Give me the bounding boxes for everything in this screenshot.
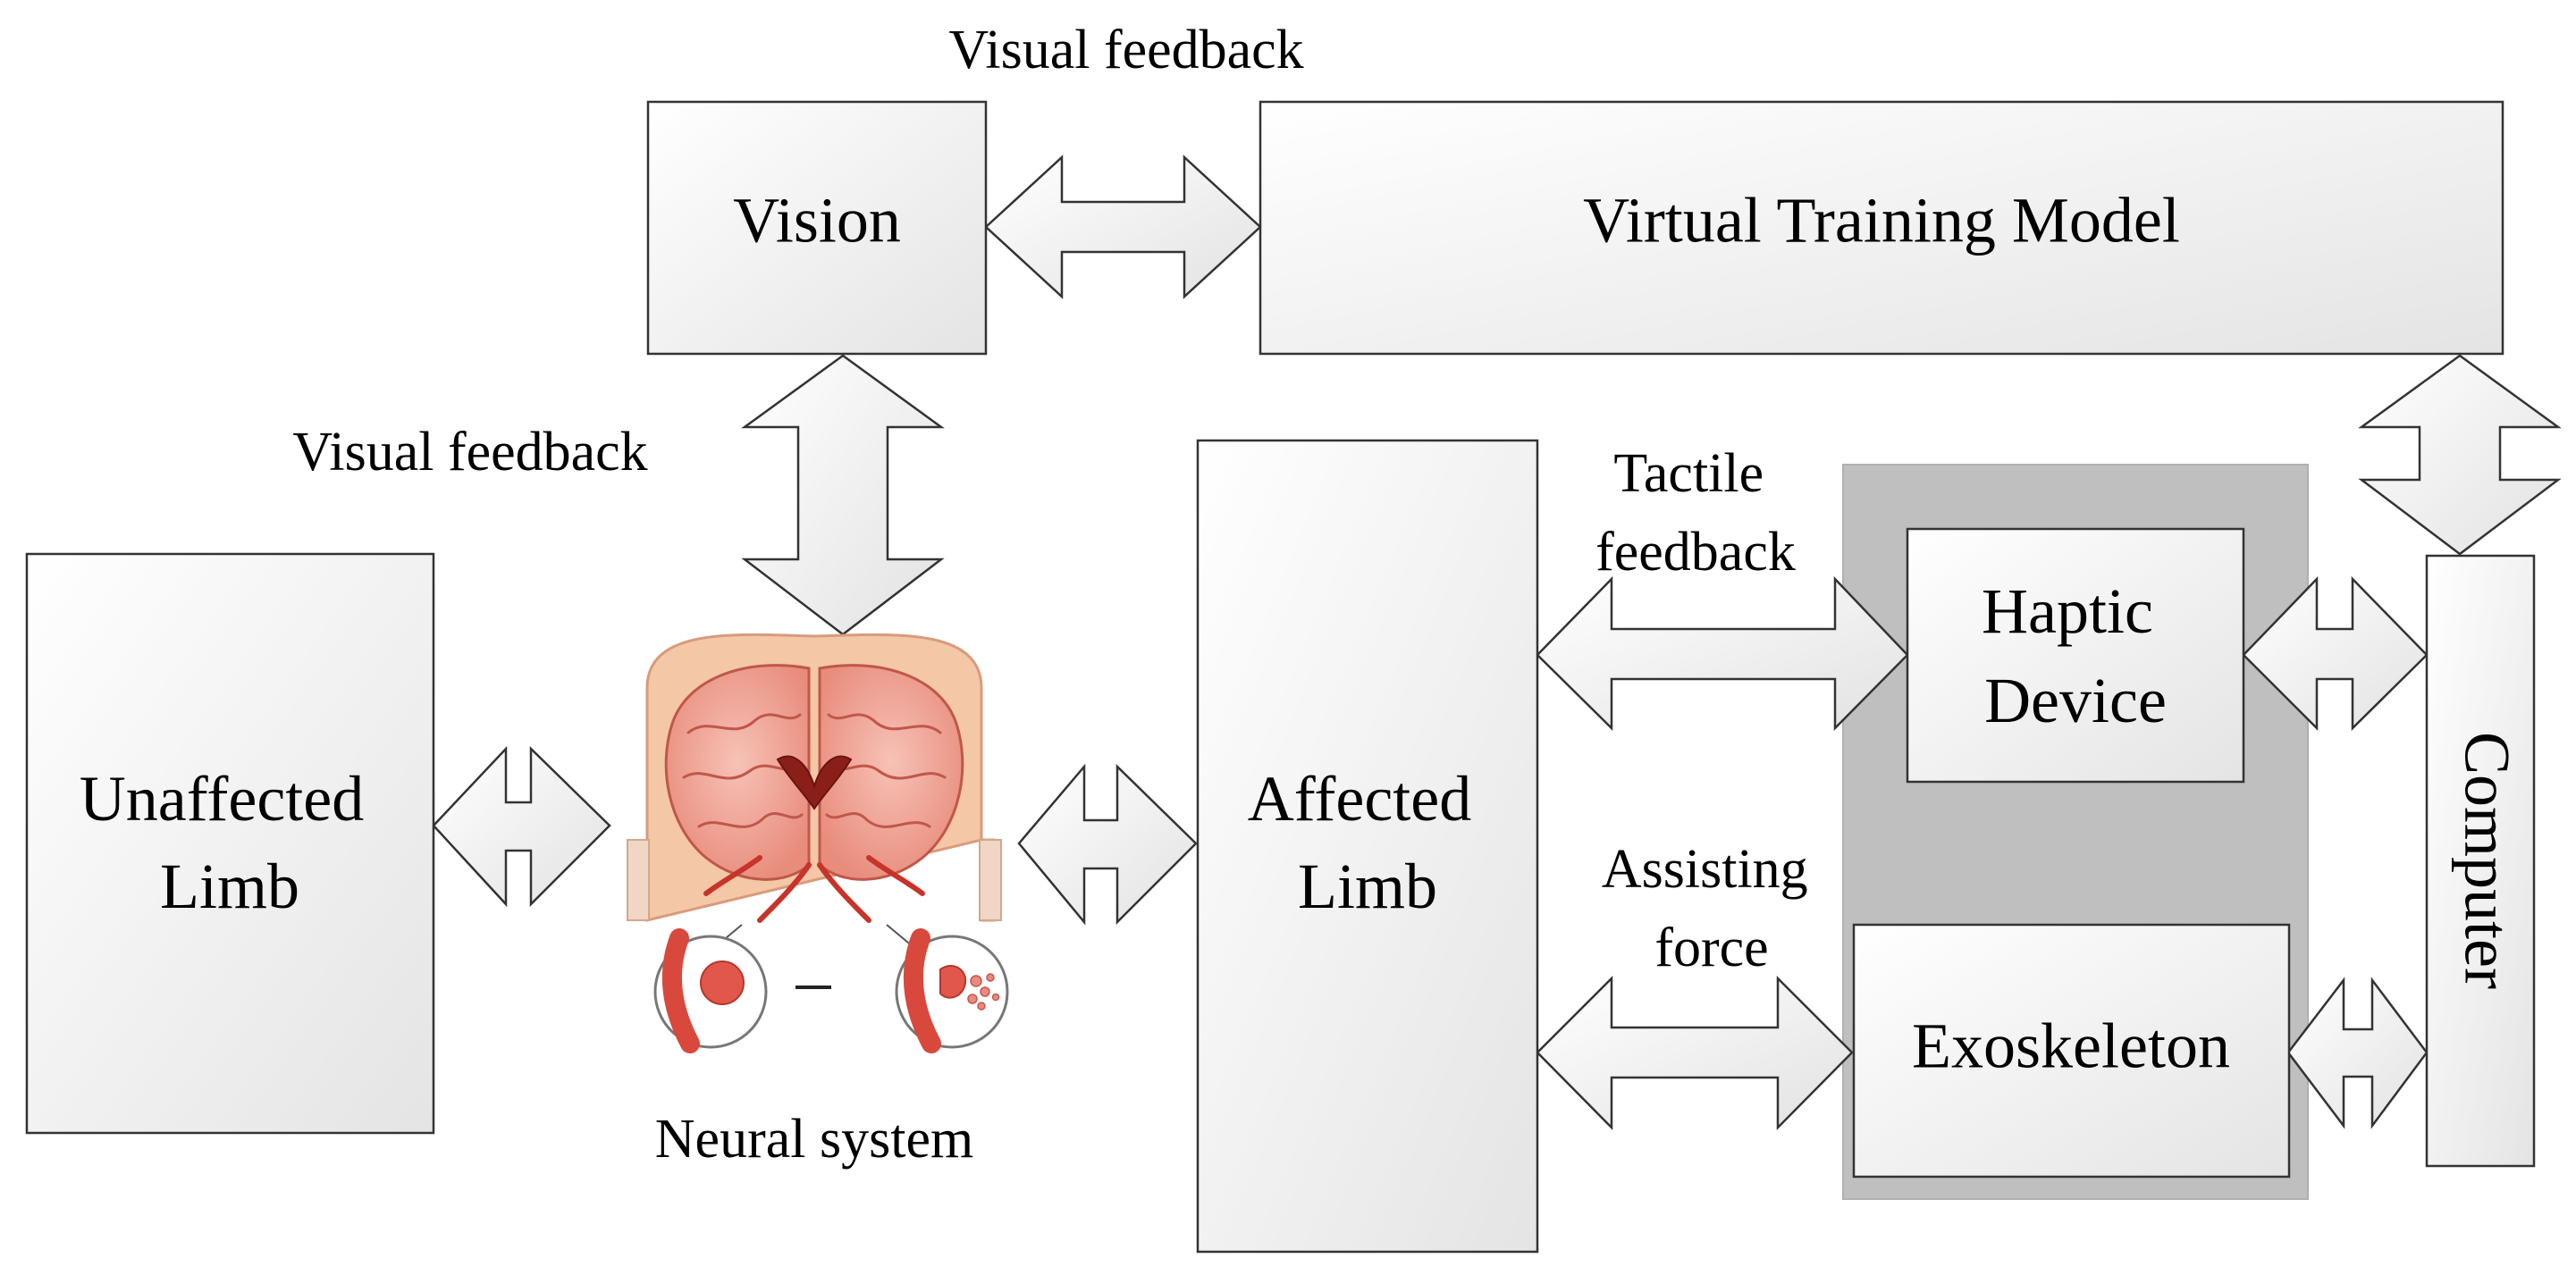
scalp-base: [627, 839, 1002, 921]
arrow-exoskeleton-computer: [2286, 977, 2429, 1129]
aneurysm-sac-after: [939, 965, 967, 999]
haptic-device-label: Haptic Device: [1982, 575, 2169, 736]
assisting-force-line-2: force: [1654, 918, 1768, 978]
artery-after: [904, 928, 941, 1053]
tactile-feedback-line-1: Tactile: [1613, 443, 1764, 504]
tactile-feedback-label: Tactile feedback: [1595, 443, 1796, 583]
brain-icon: [627, 633, 1002, 970]
ventricles: [776, 755, 853, 810]
arrow-neural-affected: [1017, 763, 1198, 926]
blood-spill: [967, 973, 1000, 1011]
vision-label: Vision: [733, 185, 901, 256]
unaffected-limb-line-2: Limb: [160, 851, 299, 922]
visual-feedback-top-label: Visual feedback: [948, 20, 1303, 80]
affected-limb-box: [1196, 439, 1539, 1254]
arrow-affected-exoskeleton: [1536, 975, 1854, 1131]
unaffected-limb-line-1: Unaffected: [80, 763, 364, 835]
computer-label: Computer: [2451, 732, 2522, 989]
assisting-force-line-1: Assisting: [1602, 839, 1808, 900]
aneurysm-icon: [653, 928, 1009, 1053]
arrow-unaffected-neural: [432, 745, 611, 908]
arrow-affected-haptic: [1536, 575, 1909, 732]
neural-system-label: Neural system: [655, 1109, 973, 1170]
haptic-device-box: [1906, 527, 2245, 784]
virtual-training-model-label: Virtual Training Model: [1583, 185, 2180, 256]
arrow-vtm-computer: [2358, 354, 2562, 556]
blood-vessels: [703, 855, 925, 923]
unaffected-limb-box: [25, 552, 435, 1135]
haptic-device-line-1: Haptic: [1982, 575, 2153, 647]
haptic-device-line-2: Device: [1984, 665, 2167, 736]
computer-box: [2425, 554, 2536, 1168]
assisting-force-label: Assisting force: [1602, 839, 1822, 978]
unaffected-limb-label: Unaffected Limb: [80, 763, 380, 922]
affected-limb-line-2: Limb: [1298, 851, 1437, 922]
visual-feedback-left-label: Visual feedback: [292, 422, 647, 482]
affected-limb-line-1: Affected: [1248, 763, 1472, 835]
affected-limb-label: Affected Limb: [1248, 763, 1488, 922]
aneurysm-sac-before: [700, 960, 745, 1005]
arrow-vision-vtm: [984, 155, 1262, 299]
arrow-vision-neural: [741, 354, 945, 636]
artery-before: [662, 928, 700, 1053]
virtual-training-model-box: [1259, 100, 2504, 356]
exoskeleton-box: [1852, 923, 2291, 1179]
tactile-feedback-line-2: feedback: [1595, 522, 1796, 583]
vision-box: [646, 100, 988, 356]
exoskeleton-label: Exoskeleton: [1912, 1011, 2230, 1082]
